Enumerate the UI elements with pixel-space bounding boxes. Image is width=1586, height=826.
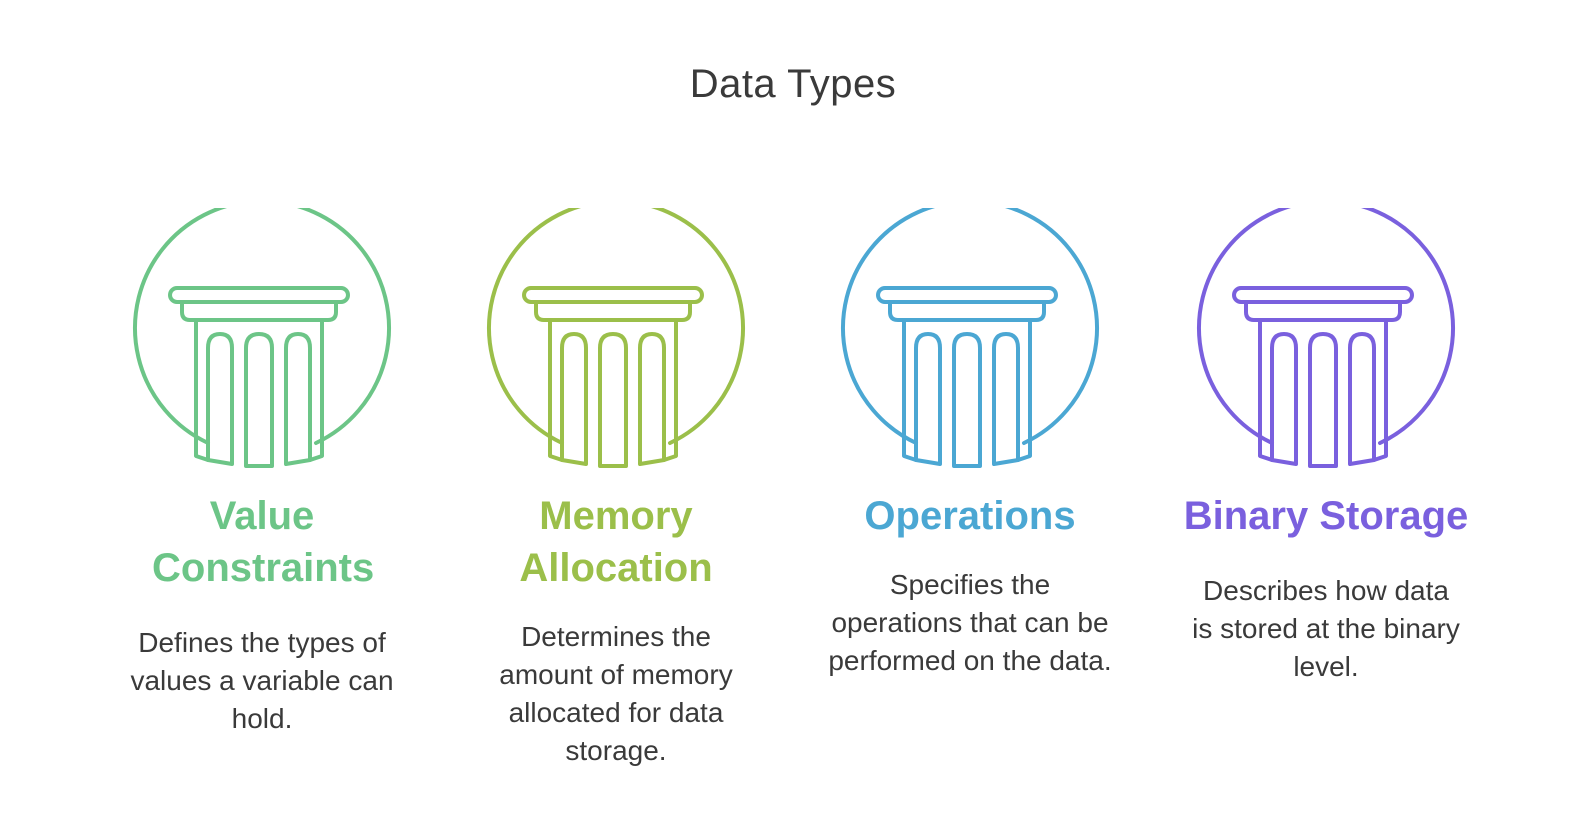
pillar-flute-middle: [244, 332, 274, 468]
pillar-flute-right: [638, 332, 666, 466]
pillar-ring: [133, 208, 391, 445]
pillar-flute-middle: [1308, 332, 1338, 468]
pillar-neck: [180, 300, 338, 322]
pillar-description: Describes how data is stored at the bina…: [1192, 575, 1460, 682]
pillar-shaft: [548, 318, 678, 462]
pillar-neck: [1244, 300, 1402, 322]
pillar-ring: [487, 208, 745, 445]
pillar-heading: Operations: [864, 494, 1076, 538]
pillar-icon: [841, 208, 1099, 468]
pillar-flute-left: [206, 332, 234, 466]
pillar-capital: [168, 286, 350, 304]
pillar-flute-right: [284, 332, 312, 466]
pillar-flute-left: [914, 332, 942, 466]
pillar-capital: [876, 286, 1058, 304]
pillar-ring: [1197, 208, 1455, 445]
pillar-ring: [841, 208, 1099, 445]
diagram-title: Data Types: [689, 62, 897, 106]
pillar-icon: [133, 208, 391, 468]
pillar-capital: [1232, 286, 1414, 304]
pillar-flute-middle: [952, 332, 982, 468]
pillar-shaft: [194, 318, 324, 462]
pillar-capital: [522, 286, 704, 304]
pillar-description: Specifies the operations that can be per…: [828, 569, 1112, 676]
pillar-icon: [1197, 208, 1455, 468]
pillar-shaft: [1258, 318, 1388, 462]
pillar-neck: [534, 300, 692, 322]
pillar-flute-right: [1348, 332, 1376, 466]
pillar-heading: Value Constraints: [152, 494, 375, 590]
pillar-flute-middle: [598, 332, 628, 468]
pillar-icon: [487, 208, 745, 468]
pillar-shaft: [902, 318, 1032, 462]
pillar-flute-right: [992, 332, 1020, 466]
pillar-description: Determines the amount of memory allocate…: [499, 621, 733, 766]
pillar-heading: Memory Allocation: [519, 494, 713, 590]
pillar-description: Defines the types of values a variable c…: [130, 627, 394, 734]
pillar-flute-left: [1270, 332, 1298, 466]
pillar-heading: Binary Storage: [1183, 494, 1469, 538]
pillar-neck: [888, 300, 1046, 322]
pillar-flute-left: [560, 332, 588, 466]
